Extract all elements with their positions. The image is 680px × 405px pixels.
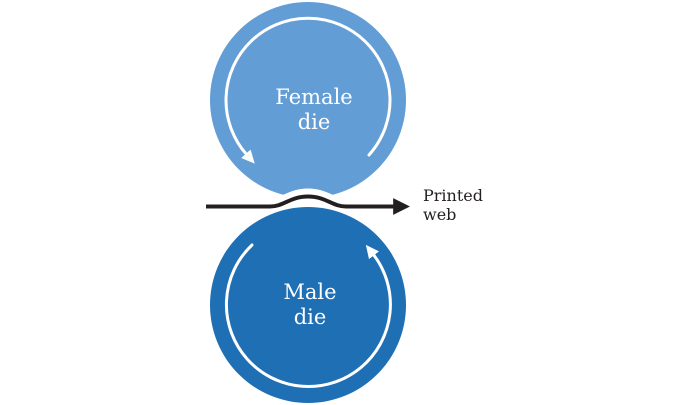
female-die-rotation-arrow-icon — [224, 16, 392, 164]
male-die-label-line2: die — [294, 305, 327, 329]
male-die-label-line1: Male — [283, 280, 336, 304]
printed-web-label-line2: web — [423, 205, 456, 224]
male-die-circle — [210, 207, 406, 403]
female-die-label-line2: die — [298, 110, 331, 134]
printed-web-group: Printed web — [206, 186, 483, 224]
female-die-group: Female die — [210, 2, 406, 198]
female-die-circle — [210, 2, 406, 198]
printed-web-label-line1: Printed — [423, 186, 483, 205]
male-die-group: Male die — [210, 207, 406, 403]
female-die-label-line1: Female — [275, 85, 352, 109]
printed-web-arrow-icon — [206, 194, 410, 215]
male-die-rotation-arrow-icon — [224, 243, 392, 388]
